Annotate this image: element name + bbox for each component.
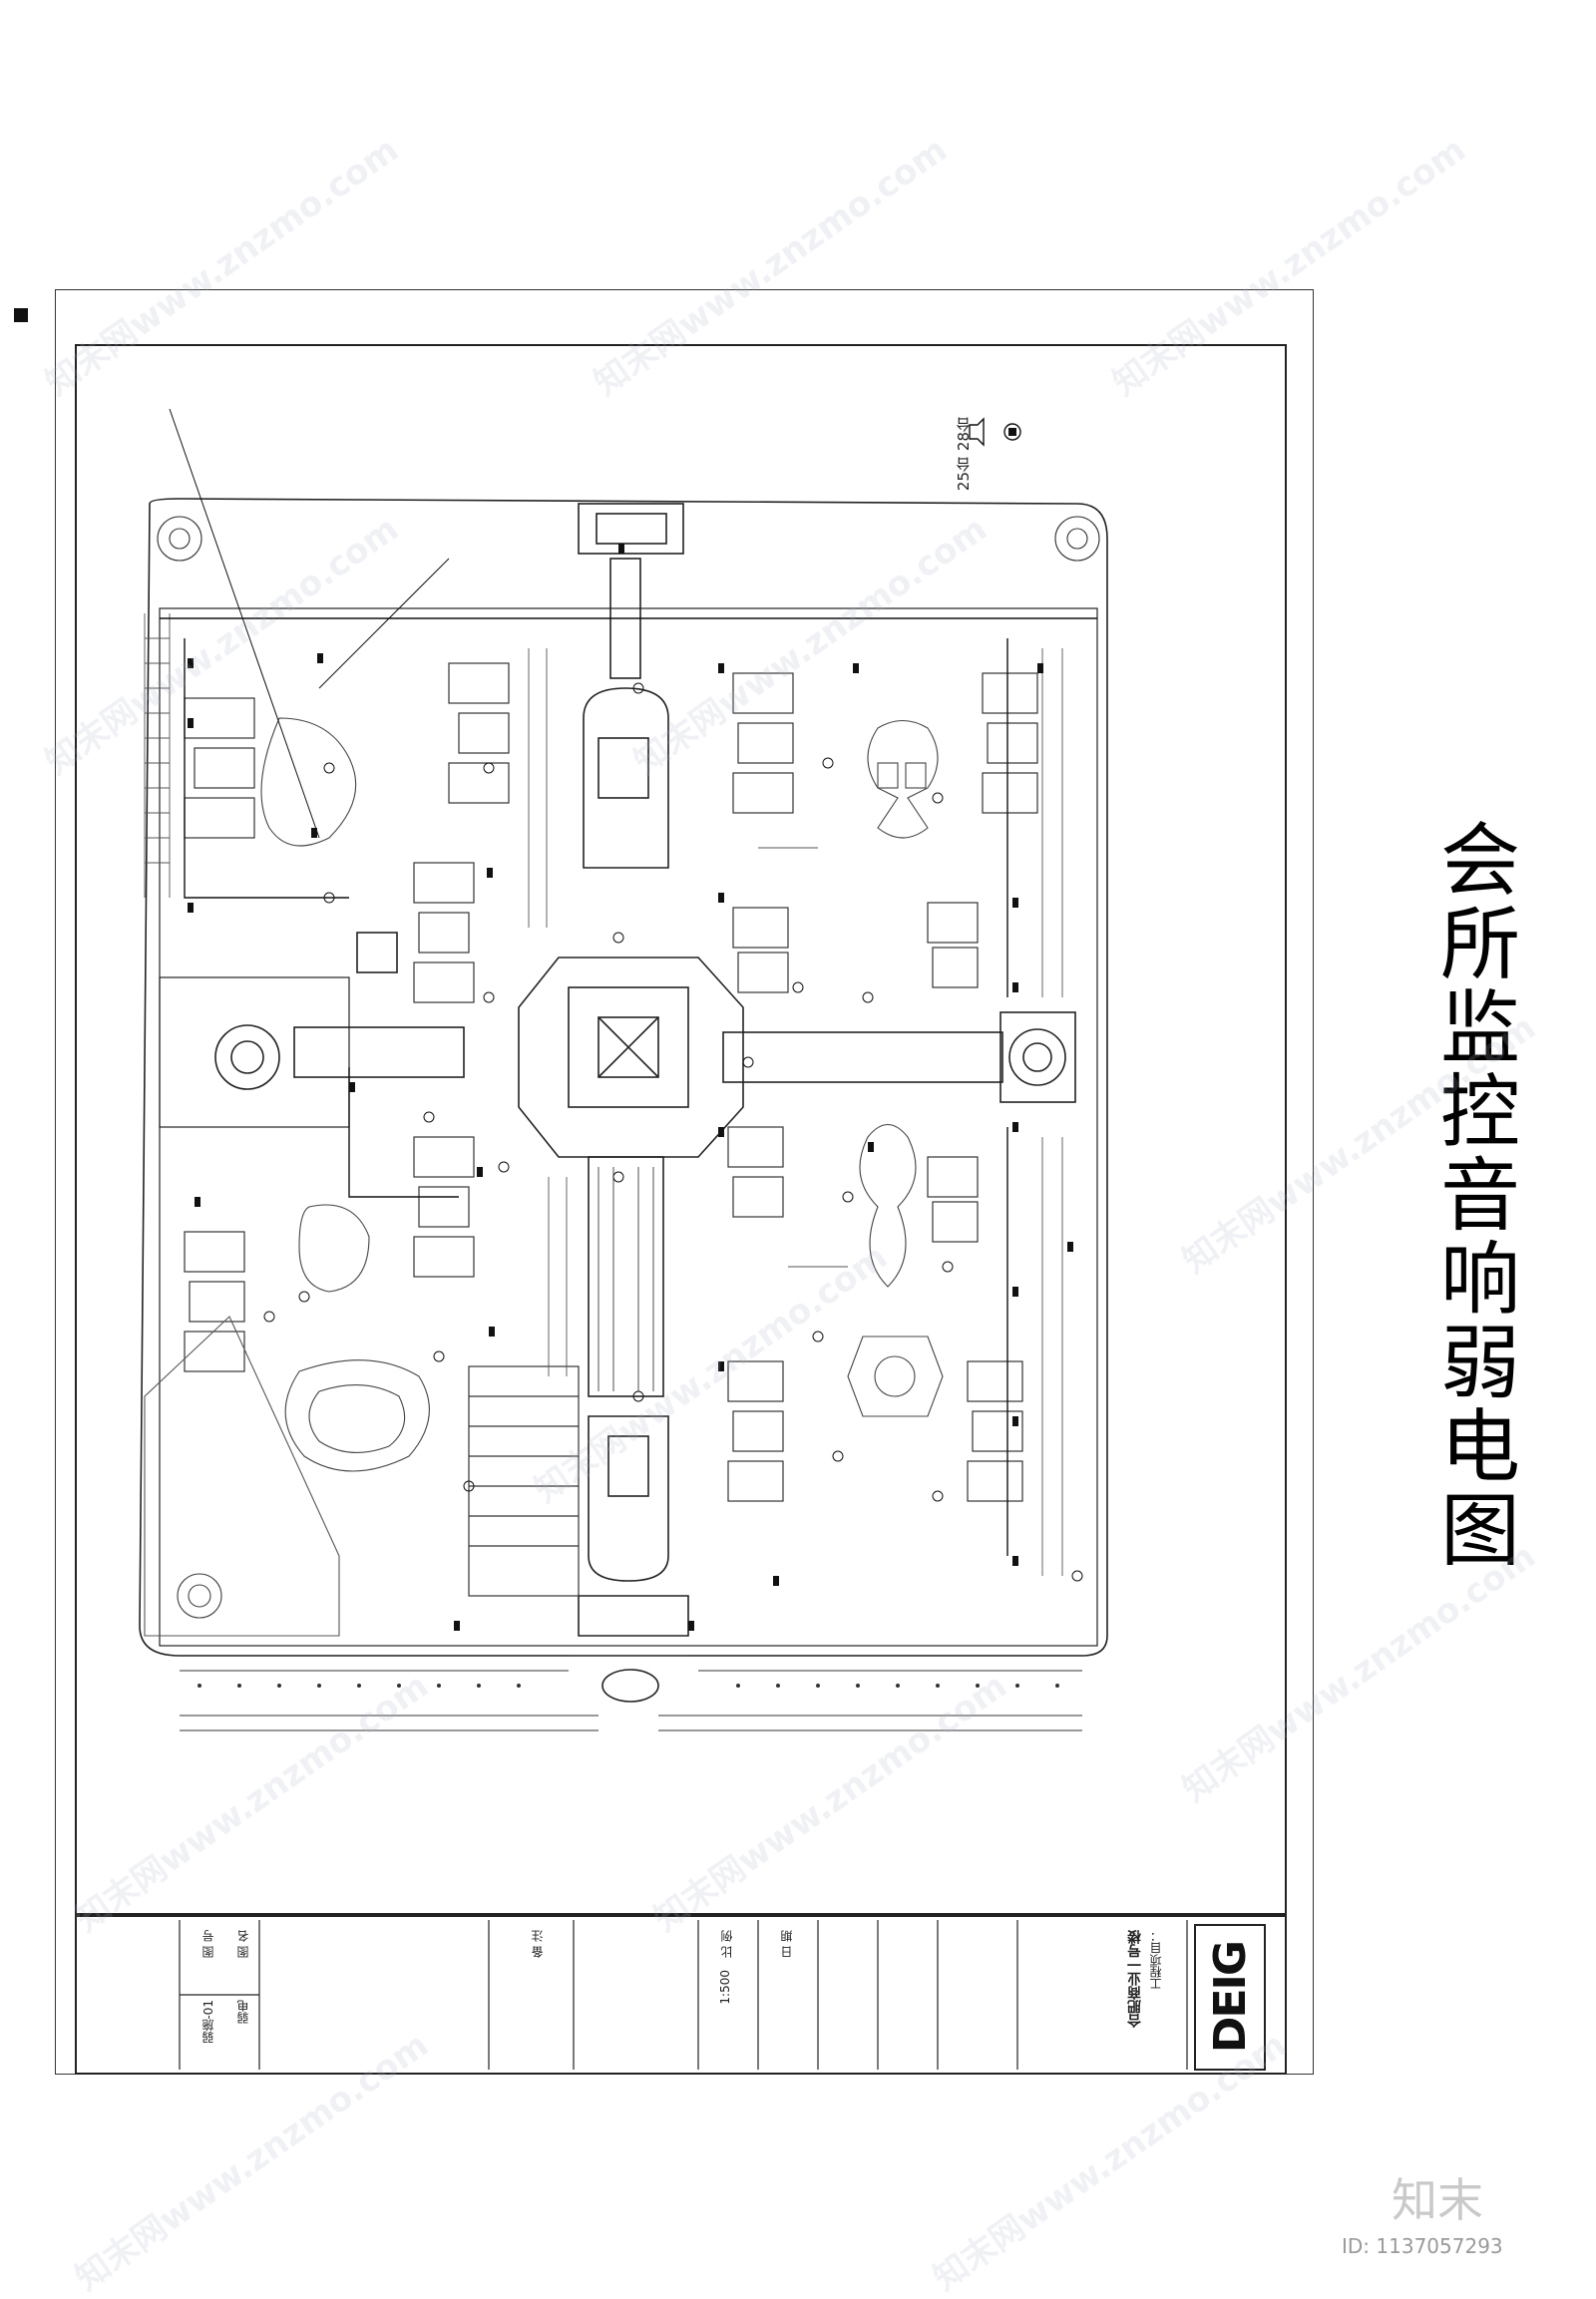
- corner-mark: [14, 308, 28, 322]
- se-garden-south: [847, 1336, 944, 1417]
- sw-pool: [284, 1359, 430, 1472]
- block-se-1: [727, 1126, 784, 1218]
- ne-garden: [867, 719, 939, 839]
- block-se-4: [967, 1360, 1023, 1502]
- logo-text: DEIG: [1204, 1941, 1256, 2054]
- plan-frame: [75, 344, 1287, 1915]
- central-plaza: [518, 957, 744, 1158]
- title-block: [75, 1915, 1287, 2075]
- cable-diag-2: [318, 558, 450, 689]
- w-oval: [298, 1204, 370, 1293]
- block-ne-1: [732, 672, 794, 814]
- shop-row: [468, 1365, 580, 1597]
- parking-west: [144, 613, 171, 898]
- south-avenue: [588, 1156, 664, 1397]
- block-e-1: [732, 907, 789, 993]
- brand-logo: 知末: [1392, 2173, 1483, 2227]
- block-w-1: [413, 862, 475, 1003]
- cable-diag-1: [169, 408, 320, 839]
- block-nw-1: [184, 697, 255, 839]
- north-gate: [578, 503, 684, 555]
- date-label: 日 期: [780, 1930, 794, 1958]
- parking-east: [1041, 648, 1063, 1576]
- street-lamps: [198, 1684, 1059, 1688]
- corner-nw: [157, 516, 202, 562]
- site-boundary: [139, 498, 1108, 1657]
- project-label: 工程项目：: [1149, 1930, 1163, 1990]
- title-block-grid: [179, 1920, 1266, 2071]
- cable-mid: [348, 1067, 459, 1198]
- block-se-2: [927, 1156, 979, 1243]
- drawing-name: 弱电: [236, 2000, 250, 2024]
- corner-ne: [1054, 516, 1100, 562]
- south-gate: [578, 1595, 689, 1637]
- cable-west: [184, 638, 349, 899]
- block-e-2: [927, 902, 979, 988]
- camera-icon: [1003, 423, 1021, 441]
- block-w-2: [413, 1136, 475, 1278]
- project-name: 合肥商业一号楼: [1127, 1930, 1143, 2028]
- west-promenade: [293, 1026, 465, 1078]
- south-court: [588, 1415, 669, 1582]
- sw-lawn: [144, 1316, 340, 1637]
- se-garden-north: [859, 1123, 917, 1288]
- legend-speaker-count: 25台: [955, 457, 973, 492]
- east-promenade: [722, 1031, 1003, 1083]
- title-block-logo: DEIG: [1195, 1925, 1265, 2070]
- drawing-no: 弱施-01: [201, 2000, 215, 2044]
- legend-camera-count: 28台: [955, 417, 973, 452]
- block-sw-1: [184, 1231, 245, 1372]
- parking-mid: [528, 648, 848, 1376]
- drawing-no-label: 图 号: [201, 1930, 215, 1958]
- legend-symbols: [969, 417, 1021, 447]
- central-pavilion: [568, 986, 689, 1108]
- scale-value: 1:500: [718, 1970, 732, 2005]
- west-fountain: [214, 1024, 280, 1090]
- note-label: 备 注: [531, 1930, 545, 1958]
- drawing-title: 会所监控音响弱电图: [1427, 818, 1520, 1572]
- camera-markers: [188, 544, 1073, 1631]
- block-se-3: [727, 1360, 784, 1502]
- image-id: ID: 1137057293: [1342, 2234, 1503, 2258]
- east-rosette-box: [999, 1011, 1076, 1103]
- west-plaza: [159, 976, 350, 1128]
- block-nw-2: [448, 662, 510, 804]
- north-court: [583, 687, 669, 869]
- nw-garden: [260, 717, 357, 847]
- scale-label: 比 例: [720, 1930, 734, 1958]
- drawing-name-label: 图 名: [236, 1930, 250, 1958]
- block-ne-2: [982, 672, 1038, 814]
- speaker-icon: [969, 417, 985, 447]
- speaker-markers: [263, 682, 1083, 1582]
